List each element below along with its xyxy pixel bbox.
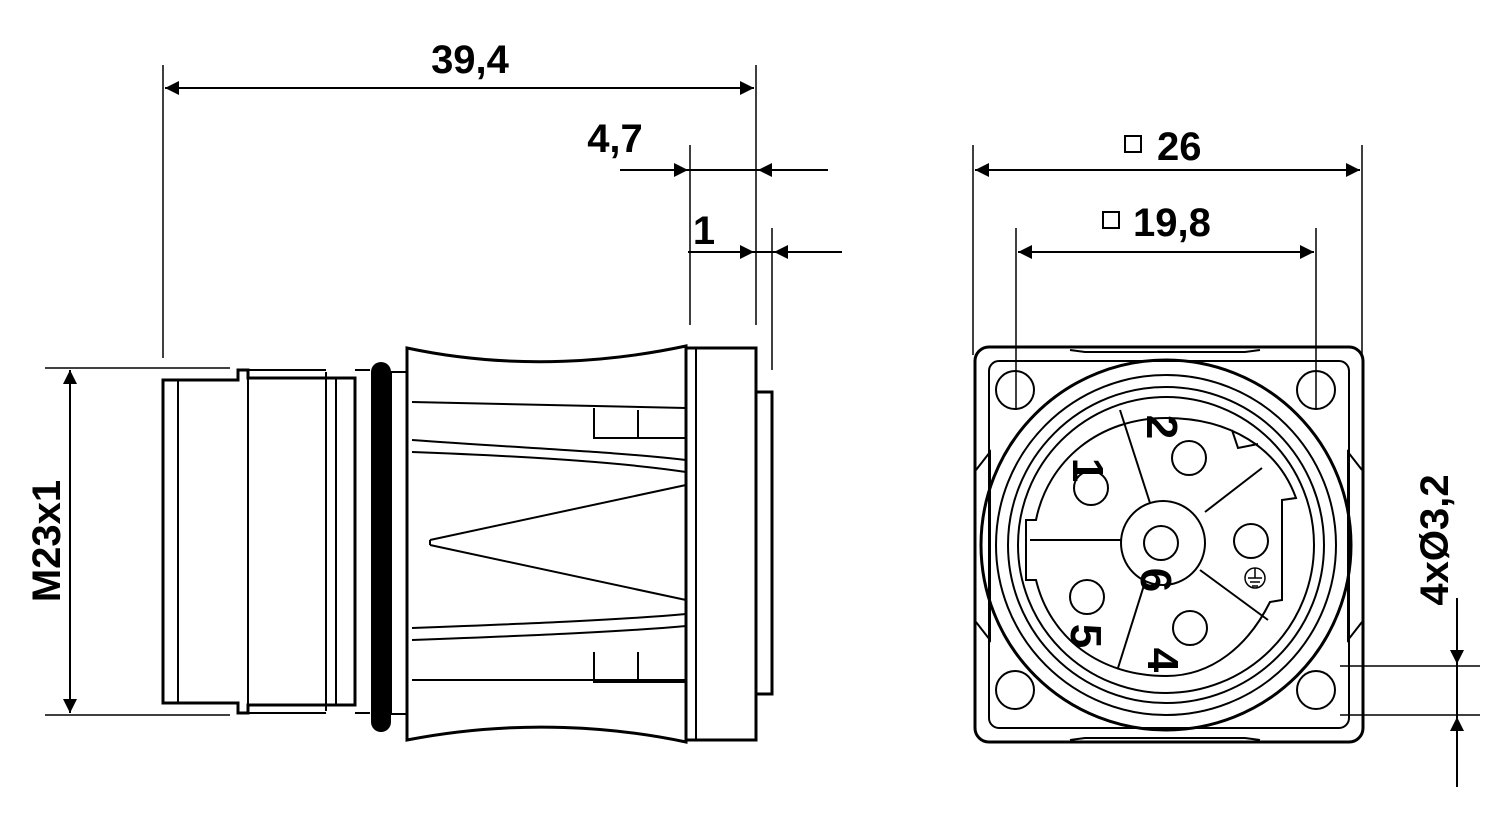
pin-contact-6 xyxy=(1143,525,1179,561)
segment-divider xyxy=(1199,569,1269,621)
sleeve-rib xyxy=(411,401,687,409)
mounting-hole xyxy=(995,670,1035,710)
pin-contact-2 xyxy=(1171,440,1207,476)
coupling-edge xyxy=(1069,349,1261,353)
keyway xyxy=(1231,429,1259,450)
front-dimensions: 26 19,8 4xØ3,2 xyxy=(972,125,1480,787)
sleeve-rib xyxy=(411,439,687,461)
thread-label: M23x1 xyxy=(25,480,69,602)
flange-offset-label: 4,7 xyxy=(587,117,643,161)
mounting-hole xyxy=(995,370,1035,410)
pin-insert-outline xyxy=(1025,416,1298,678)
pin-contact-1 xyxy=(1073,470,1109,506)
ground-symbol xyxy=(1244,567,1266,589)
insert-ring xyxy=(1017,396,1315,694)
pin-label-5: 5 xyxy=(1061,624,1110,648)
coupling-edge xyxy=(1347,449,1363,643)
pin-label-1: 1 xyxy=(1063,458,1112,482)
square-symbol-icon xyxy=(1102,211,1120,229)
pin-label-4: 4 xyxy=(1138,648,1187,673)
flange-step-label: 1 xyxy=(693,209,715,253)
pin-label-2: 2 xyxy=(1137,415,1186,439)
segment-divider xyxy=(1117,581,1146,669)
side-dimensions: 39,4 4,7 1 M23x1 xyxy=(25,38,842,716)
pin-contact-4 xyxy=(1172,610,1208,646)
side-view xyxy=(161,344,774,744)
coupling-edge xyxy=(1069,737,1261,741)
coupling-ring xyxy=(1007,386,1325,704)
sleeve-rib xyxy=(411,451,687,473)
coupling-ring xyxy=(995,374,1337,716)
sleeve-rib xyxy=(411,625,687,641)
overall-length-label: 39,4 xyxy=(431,38,510,82)
center-hub xyxy=(1120,500,1206,586)
flange-back-step xyxy=(754,390,774,696)
grip-slot xyxy=(593,652,686,683)
square-flange xyxy=(973,345,1365,744)
thread-front-body xyxy=(161,368,357,715)
coupling-sleeve xyxy=(405,344,688,744)
square-symbol-icon xyxy=(1124,135,1142,153)
coupling-edge xyxy=(975,449,991,643)
pin-label-6: 6 xyxy=(1131,568,1180,592)
segment-divider xyxy=(1119,409,1151,504)
holes-label: 4xØ3,2 xyxy=(1413,474,1457,605)
o-ring-seat xyxy=(390,371,408,715)
sleeve-rib xyxy=(411,613,687,629)
mounting-hole xyxy=(1296,670,1336,710)
coupling-outer-ring xyxy=(979,358,1353,732)
pin-contact-3 xyxy=(1233,523,1269,559)
front-view: 2 1 6 5 4 xyxy=(973,345,1365,744)
o-ring xyxy=(371,362,391,732)
grip-slot xyxy=(593,408,686,439)
pin-contact-5 xyxy=(1069,579,1105,615)
wedge-mark xyxy=(429,484,687,601)
segment-divider xyxy=(1204,467,1263,513)
hole-spacing-label: 19,8 xyxy=(1133,201,1211,245)
flange-square-label: 26 xyxy=(1157,125,1202,169)
